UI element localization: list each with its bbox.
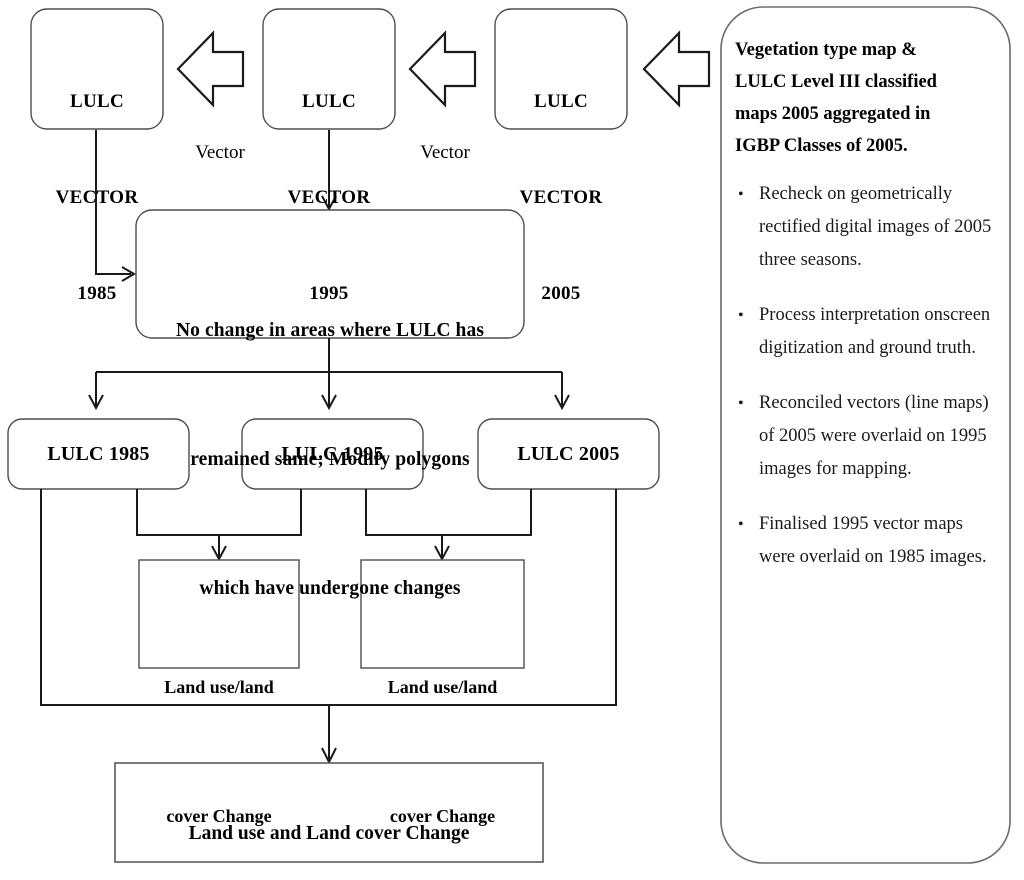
connector-1985-to-process <box>95 130 131 275</box>
side-panel: Vegetation type map & LULC Level III cla… <box>735 34 997 596</box>
vector-node-1985-line3: 1985 <box>77 283 117 304</box>
connector-merge-right <box>365 489 532 557</box>
connector-fanout-arrowhead-mid <box>321 394 337 411</box>
lulc-node-1995-label: LULC 1995 <box>281 443 384 465</box>
vector-node-1995-shape <box>262 8 396 130</box>
connector-process-fanout <box>95 338 563 406</box>
connector-fanout-arrowhead-left <box>88 394 104 411</box>
vector-node-1985-label: LULC VECTOR 1985 <box>31 22 163 374</box>
list-item: • Process interpretation onscreen digiti… <box>735 299 997 365</box>
list-item-text: Finalised 1995 vector maps were overlaid… <box>759 514 987 567</box>
block-arrow-left-1 <box>176 30 245 108</box>
vector-node-1995-line3: 1995 <box>309 283 349 304</box>
vector-node-2005-line2: VECTOR <box>519 187 603 208</box>
lulc-node-2005-label: LULC 2005 <box>517 443 620 465</box>
side-panel-heading-line4: IGBP Classes of 2005. <box>735 136 908 156</box>
block-arrow-left-3 <box>642 30 711 108</box>
connector-merge-right-arrowhead <box>434 545 450 562</box>
vector-node-2005-line3: 2005 <box>541 283 581 304</box>
change-box-1-label: Land use/land cover Change <box>139 580 299 880</box>
vector-node-1995-label: LULC VECTOR 1995 <box>263 22 395 374</box>
change-box-2-line2: cover Change <box>389 806 496 826</box>
process-box-line2: remained same; Modify polygons <box>190 449 470 470</box>
process-box-line1: No change in areas where LULC has <box>175 320 485 341</box>
change-box-1-line1: Land use/land <box>164 677 274 697</box>
change-box-2-line1: Land use/land <box>387 677 498 697</box>
lulc-node-1995-shape <box>241 418 424 490</box>
side-panel-bullet-list: • Recheck on geometrically rectified dig… <box>735 178 997 574</box>
side-panel-heading-line1: Vegetation type map & <box>735 40 917 60</box>
connector-merge-left <box>136 489 302 557</box>
vector-node-1995-line1: LULC <box>302 91 356 112</box>
lulc-node-1985-shape <box>7 418 190 490</box>
lulc-node-1985-label: LULC 1985 <box>47 443 150 465</box>
vector-node-1985-line2: VECTOR <box>55 187 139 208</box>
bullet-icon: • <box>738 186 744 203</box>
side-panel-shape <box>720 6 1011 864</box>
list-item-text: Reconciled vectors (line maps) of 2005 w… <box>759 393 989 479</box>
connector-1995-to-process-arrowhead <box>321 195 337 212</box>
vector-node-2005-line1: LULC <box>534 91 588 112</box>
arrow-label-vector-1: Vector <box>195 142 245 163</box>
final-box-line1: Land use and Land cover Change <box>188 823 470 844</box>
block-arrow-left-2 <box>408 30 477 108</box>
connector-final-arrowhead <box>321 747 337 765</box>
list-item-text: Process interpretation onscreen digitiza… <box>759 305 991 358</box>
arrow-label-vector-2: Vector <box>420 142 470 163</box>
vector-node-2005-label: LULC VECTOR 2005 <box>495 22 627 374</box>
bullet-icon: • <box>738 307 744 324</box>
change-box-1-shape <box>138 559 300 669</box>
side-panel-heading-line3: maps 2005 aggregated in <box>735 104 931 124</box>
change-box-2-label: Land use/land cover Change <box>361 580 524 880</box>
list-item-text: Recheck on geometrically rectified digit… <box>759 184 992 270</box>
vector-node-1985-line1: LULC <box>70 91 124 112</box>
final-box-label: Land use and Land cover Change 1985–1995… <box>115 787 543 880</box>
lulc-node-2005-shape <box>477 418 660 490</box>
side-panel-heading: Vegetation type map & LULC Level III cla… <box>735 34 997 162</box>
bullet-icon: • <box>738 516 744 533</box>
final-box-shape <box>114 762 544 863</box>
process-box-line3: which have undergone changes <box>199 578 461 599</box>
connector-merge-left-arrowhead <box>211 545 227 562</box>
connector-1985-to-process-arrowhead <box>121 266 136 282</box>
connector-fanout-arrowhead-right <box>554 394 570 411</box>
change-box-1-line2: cover Change <box>166 806 272 826</box>
vector-node-1995-line2: VECTOR <box>287 187 371 208</box>
bullet-icon: • <box>738 395 744 412</box>
vector-node-1985-shape <box>30 8 164 130</box>
list-item: • Finalised 1995 vector maps were overla… <box>735 508 997 574</box>
side-panel-heading-line2: LULC Level III classified <box>735 72 937 92</box>
vector-node-2005-shape <box>494 8 628 130</box>
list-item: • Recheck on geometrically rectified dig… <box>735 178 997 277</box>
process-box-label: No change in areas where LULC has remain… <box>140 223 520 696</box>
connector-outer-bracket <box>40 489 617 760</box>
change-box-2-shape <box>360 559 525 669</box>
list-item: • Reconciled vectors (line maps) of 2005… <box>735 387 997 486</box>
